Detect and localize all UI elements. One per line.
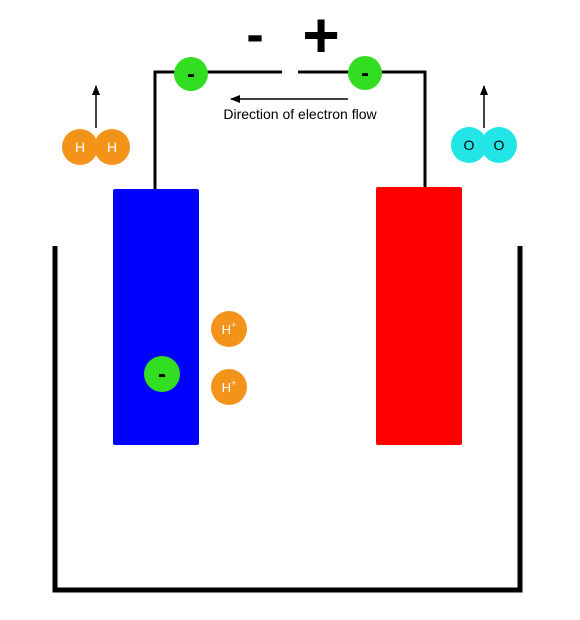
electron-sign: - bbox=[361, 60, 369, 87]
electron-icon: - bbox=[144, 356, 180, 392]
oxygen-atom-label: O bbox=[494, 137, 505, 153]
beaker-outline bbox=[52, 246, 523, 593]
positive-terminal-sign: + bbox=[302, 0, 339, 71]
hydrogen-ion-label: H+ bbox=[222, 320, 237, 337]
electron-icon: - bbox=[174, 57, 208, 91]
anode-electrode bbox=[113, 189, 199, 445]
hydrogen-ion: H+ bbox=[211, 311, 247, 347]
hydrogen-ion-label: H+ bbox=[222, 378, 237, 395]
electron-icon: - bbox=[348, 56, 382, 90]
hydrogen-atom-label: H bbox=[107, 139, 117, 155]
negative-terminal-sign: - bbox=[246, 6, 263, 64]
left-wire bbox=[153, 70, 282, 190]
oxygen-molecule: O O bbox=[451, 127, 517, 163]
cathode-electrode bbox=[376, 187, 462, 445]
electron-sign: - bbox=[187, 61, 195, 88]
hydrogen-molecule: H H bbox=[62, 129, 130, 165]
hydrogen-ion: H+ bbox=[211, 369, 247, 405]
oxygen-atom-label: O bbox=[464, 137, 475, 153]
electron-sign: - bbox=[158, 361, 166, 388]
hydrogen-atom-label: H bbox=[75, 139, 85, 155]
electron-flow-label: Direction of electron flow bbox=[223, 106, 377, 122]
right-wire bbox=[298, 70, 427, 190]
